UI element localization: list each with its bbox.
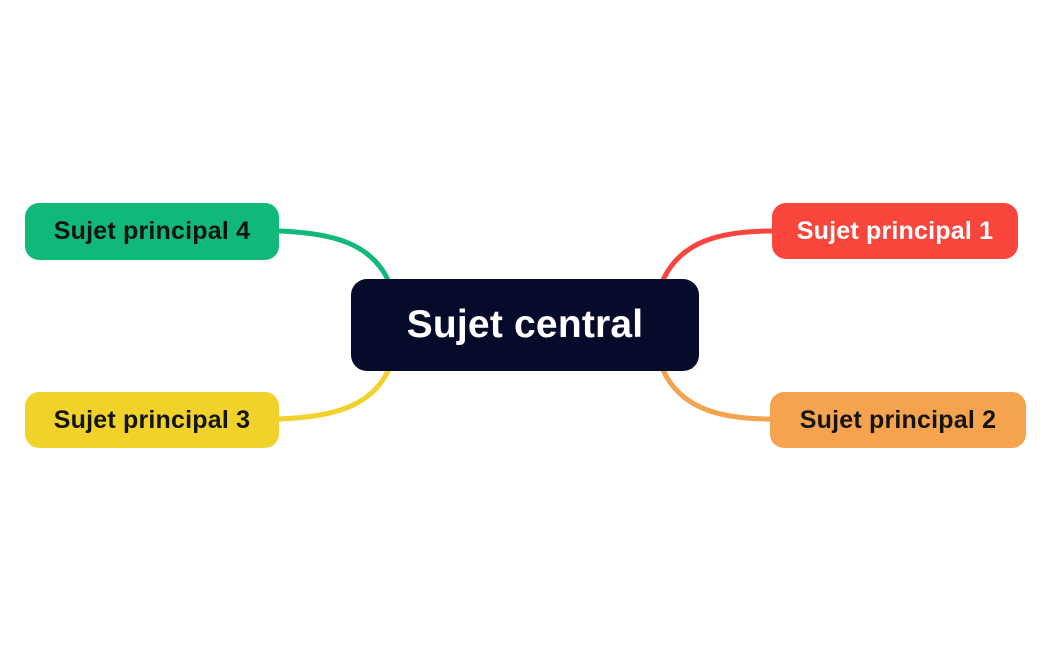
branch-node-1[interactable]: Sujet principal 1	[772, 203, 1018, 259]
connector-branch-1	[660, 228, 775, 283]
branch-label-2: Sujet principal 2	[799, 405, 997, 434]
branch-label-1: Sujet principal 1	[796, 216, 994, 245]
central-topic-label: Sujet central	[406, 303, 644, 346]
branch-label-3: Sujet principal 3	[53, 405, 251, 434]
central-topic-node[interactable]: Sujet central	[351, 279, 699, 371]
branch-node-2[interactable]: Sujet principal 2	[770, 392, 1026, 448]
connector-branch-4	[276, 228, 391, 283]
connector-branch-3	[276, 368, 391, 422]
branch-node-3[interactable]: Sujet principal 3	[25, 392, 279, 448]
connector-branch-2	[660, 367, 773, 422]
branch-label-4: Sujet principal 4	[53, 217, 251, 245]
branch-node-4[interactable]: Sujet principal 4	[25, 203, 279, 260]
